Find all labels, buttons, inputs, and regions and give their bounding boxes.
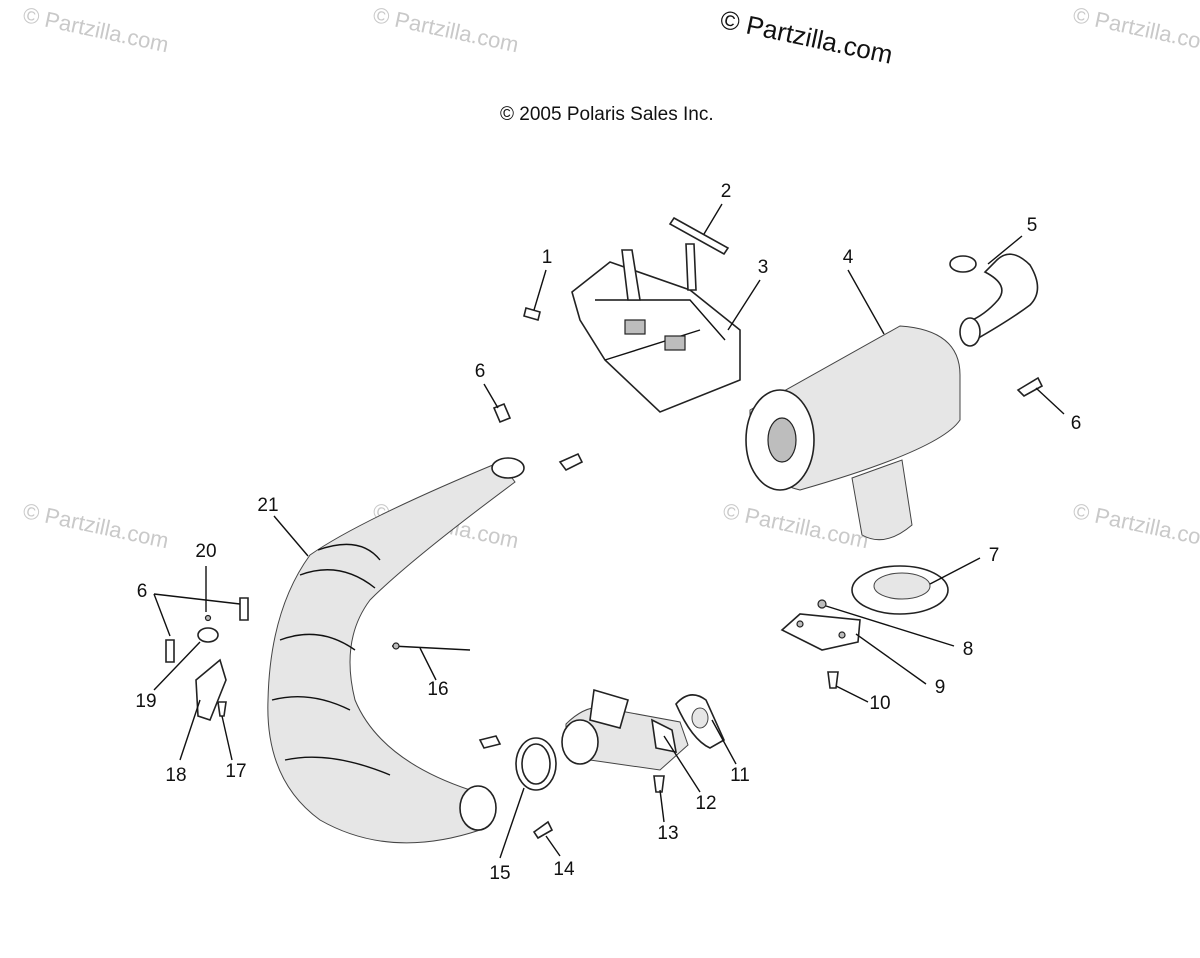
callout-21: 21 [257, 495, 279, 516]
part-18-bracket[interactable] [195, 658, 227, 721]
callout-7: 7 [988, 545, 1000, 566]
part-2-spring[interactable] [668, 216, 730, 256]
callout-10: 10 [869, 693, 891, 714]
callout-4: 4 [842, 247, 854, 268]
part-19-grommet[interactable] [197, 627, 219, 643]
part-3-mount-bracket[interactable] [571, 243, 741, 413]
part-1-bolt[interactable] [523, 307, 541, 321]
callout-12: 12 [695, 793, 717, 814]
callout-16: 16 [427, 679, 449, 700]
part-10-bolt[interactable] [827, 671, 839, 689]
callout-20: 20 [195, 541, 217, 562]
callout-14: 14 [553, 859, 575, 880]
callout-2: 2 [720, 181, 732, 202]
part-6-spring[interactable] [165, 376, 1044, 749]
callout-6-top: 6 [474, 361, 486, 382]
callout-13: 13 [657, 823, 679, 844]
callout-3: 3 [757, 257, 769, 278]
part-11-flange-gasket[interactable] [675, 694, 726, 749]
callout-15: 15 [489, 863, 511, 884]
callout-1: 1 [541, 247, 553, 268]
part-9-bracket[interactable] [780, 613, 861, 651]
part-17-screw[interactable] [217, 701, 227, 717]
part-5-tail-pipe[interactable] [949, 253, 1039, 347]
part-15-seal-ring[interactable] [515, 737, 557, 791]
callout-19: 19 [135, 691, 157, 712]
part-21-exhaust-pipe[interactable] [267, 457, 525, 844]
callout-17: 17 [225, 761, 247, 782]
callout-11: 11 [730, 765, 750, 786]
copyright-notice: © 2005 Polaris Sales Inc. [500, 104, 714, 125]
part-7-gasket[interactable] [851, 565, 949, 615]
callout-5: 5 [1026, 215, 1038, 236]
callout-18: 18 [165, 765, 187, 786]
callout-6-left: 6 [136, 581, 148, 602]
part-20-nut[interactable] [204, 614, 212, 622]
part-12-exhaust-manifold[interactable] [561, 688, 689, 771]
leader-lines [153, 203, 1065, 859]
part-16-probe[interactable] [391, 645, 471, 651]
callout-9: 9 [934, 677, 946, 698]
part-13-stud[interactable] [653, 775, 665, 793]
part-14-spring[interactable] [532, 820, 554, 840]
callout-8: 8 [962, 639, 974, 660]
part-8-washer[interactable] [817, 599, 827, 609]
callout-6-right: 6 [1070, 413, 1082, 434]
part-4-muffler[interactable] [745, 325, 961, 541]
